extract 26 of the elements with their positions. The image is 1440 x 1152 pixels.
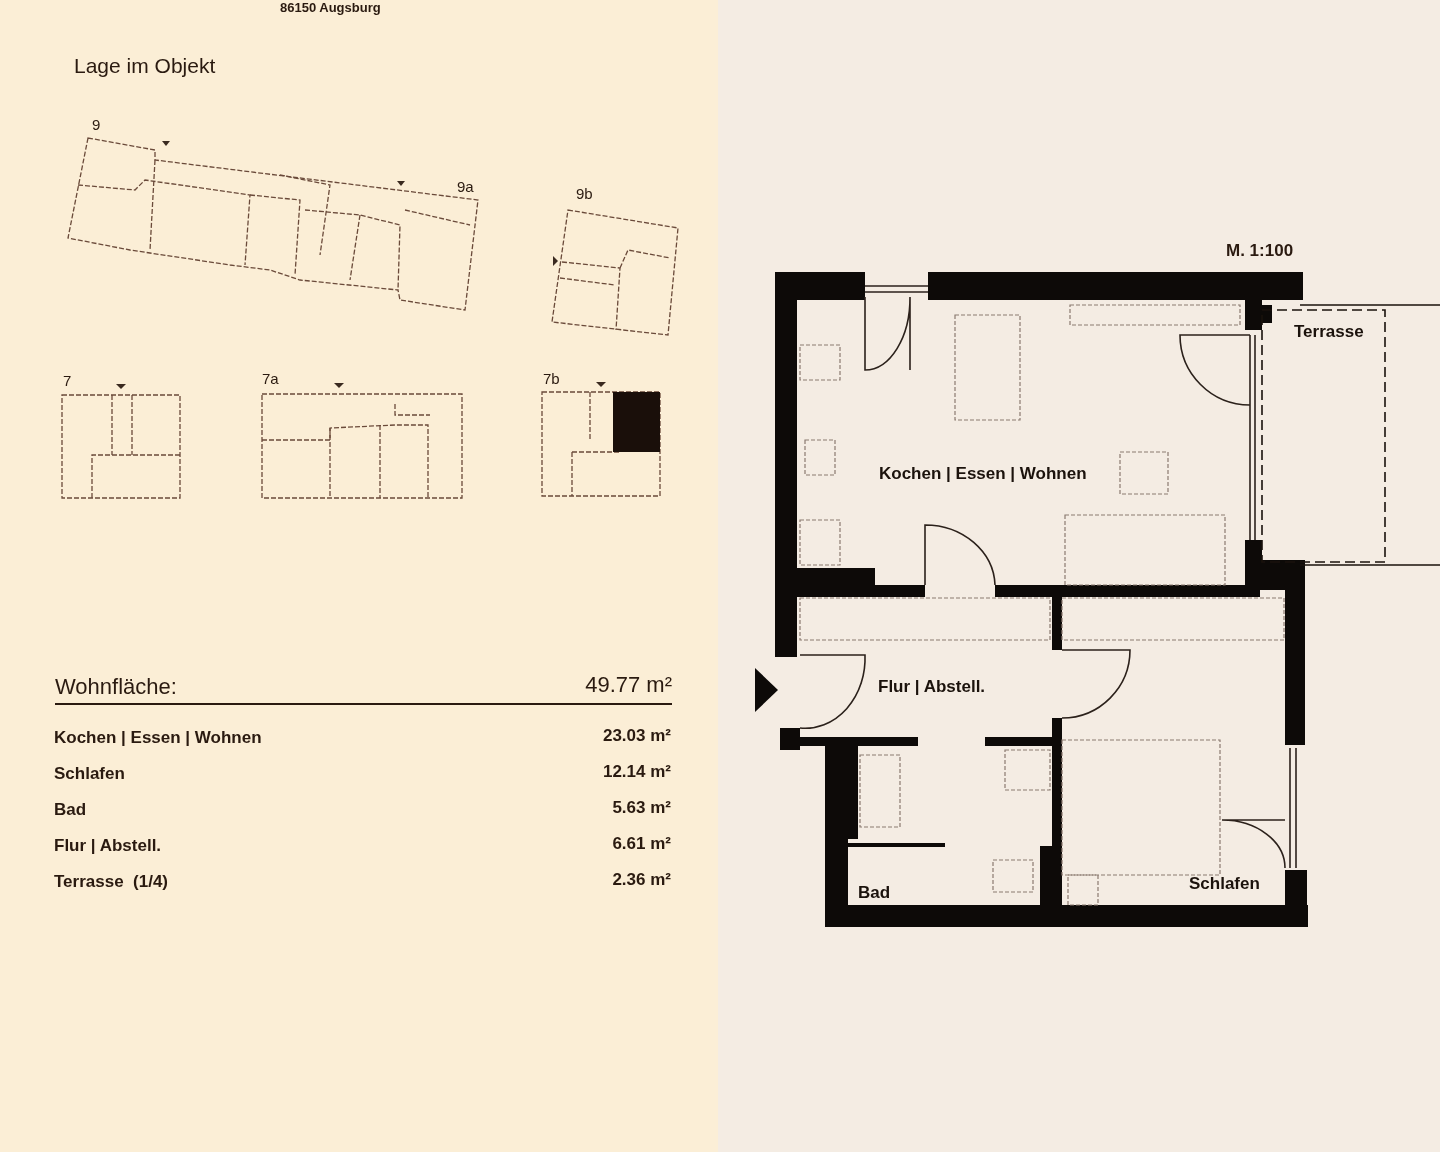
area-value: 12.14 m² bbox=[602, 762, 671, 782]
room-label: Schlafen bbox=[1189, 874, 1260, 894]
scale-text: M. 1:100 bbox=[1226, 241, 1294, 261]
total-area-value: 49.77 m² bbox=[585, 672, 672, 698]
room-label: Flur | Abstell. bbox=[878, 677, 986, 697]
room-label: Bad bbox=[858, 883, 891, 903]
address-text: 86150 Augsburg bbox=[280, 1, 381, 16]
building-number: 9a bbox=[457, 178, 474, 196]
area-value: 6.61 m² bbox=[612, 834, 671, 854]
area-value: 5.63 m² bbox=[612, 798, 671, 818]
room-name: Bad bbox=[54, 800, 87, 820]
section-heading: Lage im Objekt bbox=[74, 54, 216, 79]
room-name: Kochen | Essen | Wohnen bbox=[54, 728, 262, 748]
building-number: 7b bbox=[543, 370, 560, 388]
room-name: Schlafen bbox=[54, 764, 125, 784]
room-label: Kochen | Essen | Wohnen bbox=[879, 464, 1087, 484]
area-value: 23.03 m² bbox=[602, 726, 671, 746]
building-number: 7 bbox=[63, 372, 72, 390]
building-number: 9 bbox=[92, 116, 101, 134]
building-number: 7a bbox=[262, 370, 279, 388]
room-name: Terrasse (1/4) bbox=[54, 872, 169, 892]
room-label: Terrasse bbox=[1294, 322, 1364, 342]
room-name: Flur | Abstell. bbox=[54, 836, 162, 856]
area-value: 2.36 m² bbox=[612, 870, 671, 890]
building-number: 9b bbox=[576, 185, 593, 203]
table-heading: Wohnfläche: bbox=[55, 674, 177, 700]
